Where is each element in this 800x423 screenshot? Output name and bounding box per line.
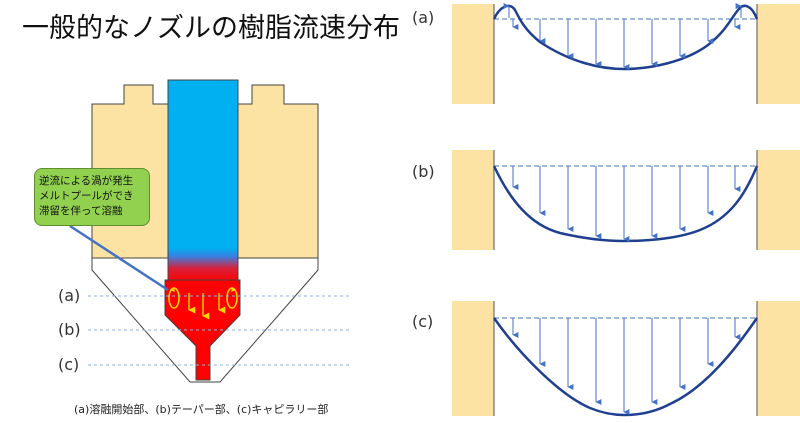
nozzle-label-c: (c): [58, 355, 80, 374]
wall-left: [452, 150, 494, 250]
vortex-left-icon: [168, 287, 180, 309]
callout-pointer: [69, 224, 169, 292]
nozzle-label-a: (a): [58, 286, 81, 305]
profile-label-a: (a): [412, 8, 435, 27]
profile-a: [452, 4, 800, 104]
profile-label-b: (b): [412, 162, 435, 181]
nozzle-label-b: (b): [58, 320, 81, 339]
vortex-callout: 逆流による渦が発生 メルトプールができ 滞留を伴って溶融: [34, 168, 150, 226]
callout-line: 逆流による渦が発生: [39, 175, 134, 187]
profile-label-c: (c): [412, 312, 434, 331]
figure-caption: (a)溶融開始部、(b)テーパー部、(c)キャピラリー部: [74, 403, 329, 416]
filament: [167, 79, 239, 259]
wall-right: [757, 301, 800, 416]
nozzle: [91, 79, 319, 383]
wall-left: [452, 4, 494, 104]
wall-right: [757, 4, 800, 104]
wall-right: [757, 150, 800, 250]
callout-line: メルトプールができ: [39, 190, 134, 202]
velocity-profile-curve: [492, 4, 759, 71]
melt-transition: [168, 248, 238, 282]
velocity-profile-curve: [492, 165, 759, 243]
profile-b: [452, 150, 800, 250]
callout-line: 滞留を伴って溶融: [39, 205, 123, 217]
profile-c: [452, 301, 800, 417]
velocity-arrows: [503, 3, 742, 415]
vortex-right-icon: [226, 287, 238, 309]
wall-left: [452, 301, 494, 416]
page-title: 一般的なノズルの樹脂流速分布: [22, 13, 400, 44]
velocity-profile-curve: [492, 317, 759, 417]
